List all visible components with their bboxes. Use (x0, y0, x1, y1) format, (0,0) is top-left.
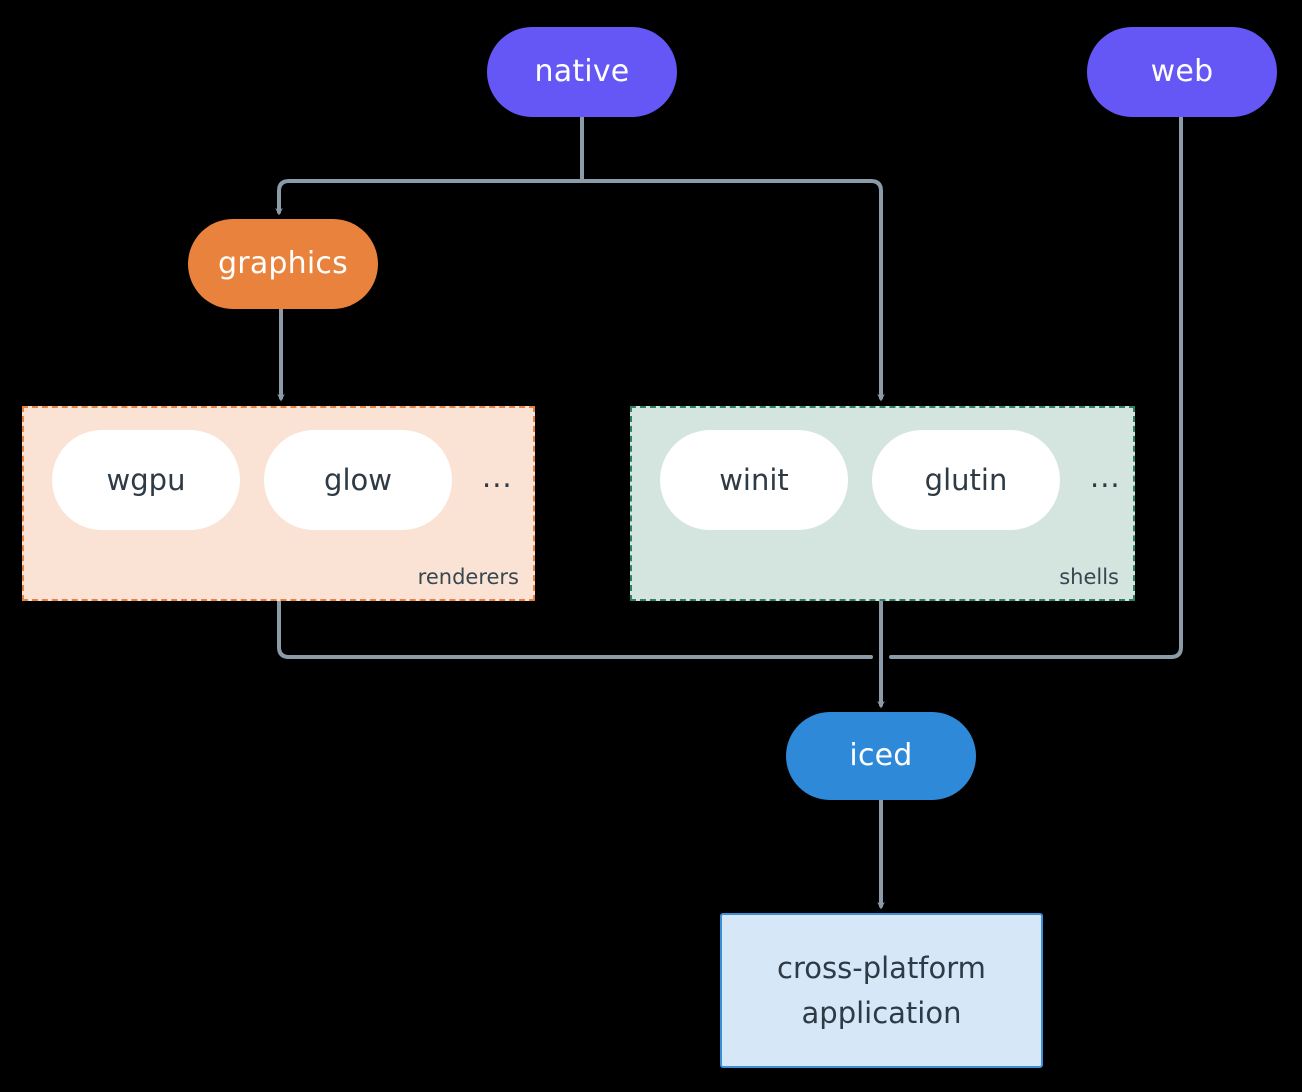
node-web[interactable]: web (1087, 27, 1277, 117)
node-native-label: native (534, 54, 630, 90)
node-graphics-label: graphics (218, 246, 348, 282)
group-shells-label: shells (1059, 565, 1119, 589)
chip-wgpu[interactable]: wgpu (52, 430, 240, 530)
node-graphics[interactable]: graphics (188, 219, 378, 309)
chip-glow-label: glow (324, 463, 392, 497)
node-iced-label: iced (849, 738, 913, 774)
node-iced[interactable]: iced (786, 712, 976, 800)
chip-winit[interactable]: winit (660, 430, 848, 530)
chip-wgpu-label: wgpu (106, 463, 186, 497)
node-application-label-line1: cross-platform (777, 950, 986, 985)
node-web-label: web (1150, 54, 1214, 90)
node-application[interactable]: cross-platform application (720, 913, 1043, 1068)
node-application-label-line2: application (801, 995, 962, 1030)
group-shells-items: winit glutin ... (632, 408, 1121, 530)
edge-native-to-shells (580, 179, 885, 402)
group-shells: winit glutin ... shells (630, 406, 1135, 601)
chip-glow[interactable]: glow (264, 430, 452, 530)
shells-overflow-ellipsis: ... (1090, 460, 1121, 494)
edge-native-to-graphics (275, 179, 584, 216)
renderers-overflow-ellipsis: ... (482, 460, 513, 494)
chip-glutin[interactable]: glutin (872, 430, 1060, 530)
node-native[interactable]: native (487, 27, 677, 117)
group-renderers-items: wgpu glow ... (24, 408, 513, 530)
chip-winit-label: winit (719, 463, 789, 497)
chip-glutin-label: glutin (924, 463, 1008, 497)
group-renderers-label: renderers (417, 565, 519, 589)
edge-renderers-to-merge (277, 599, 873, 659)
group-renderers: wgpu glow ... renderers (22, 406, 535, 601)
